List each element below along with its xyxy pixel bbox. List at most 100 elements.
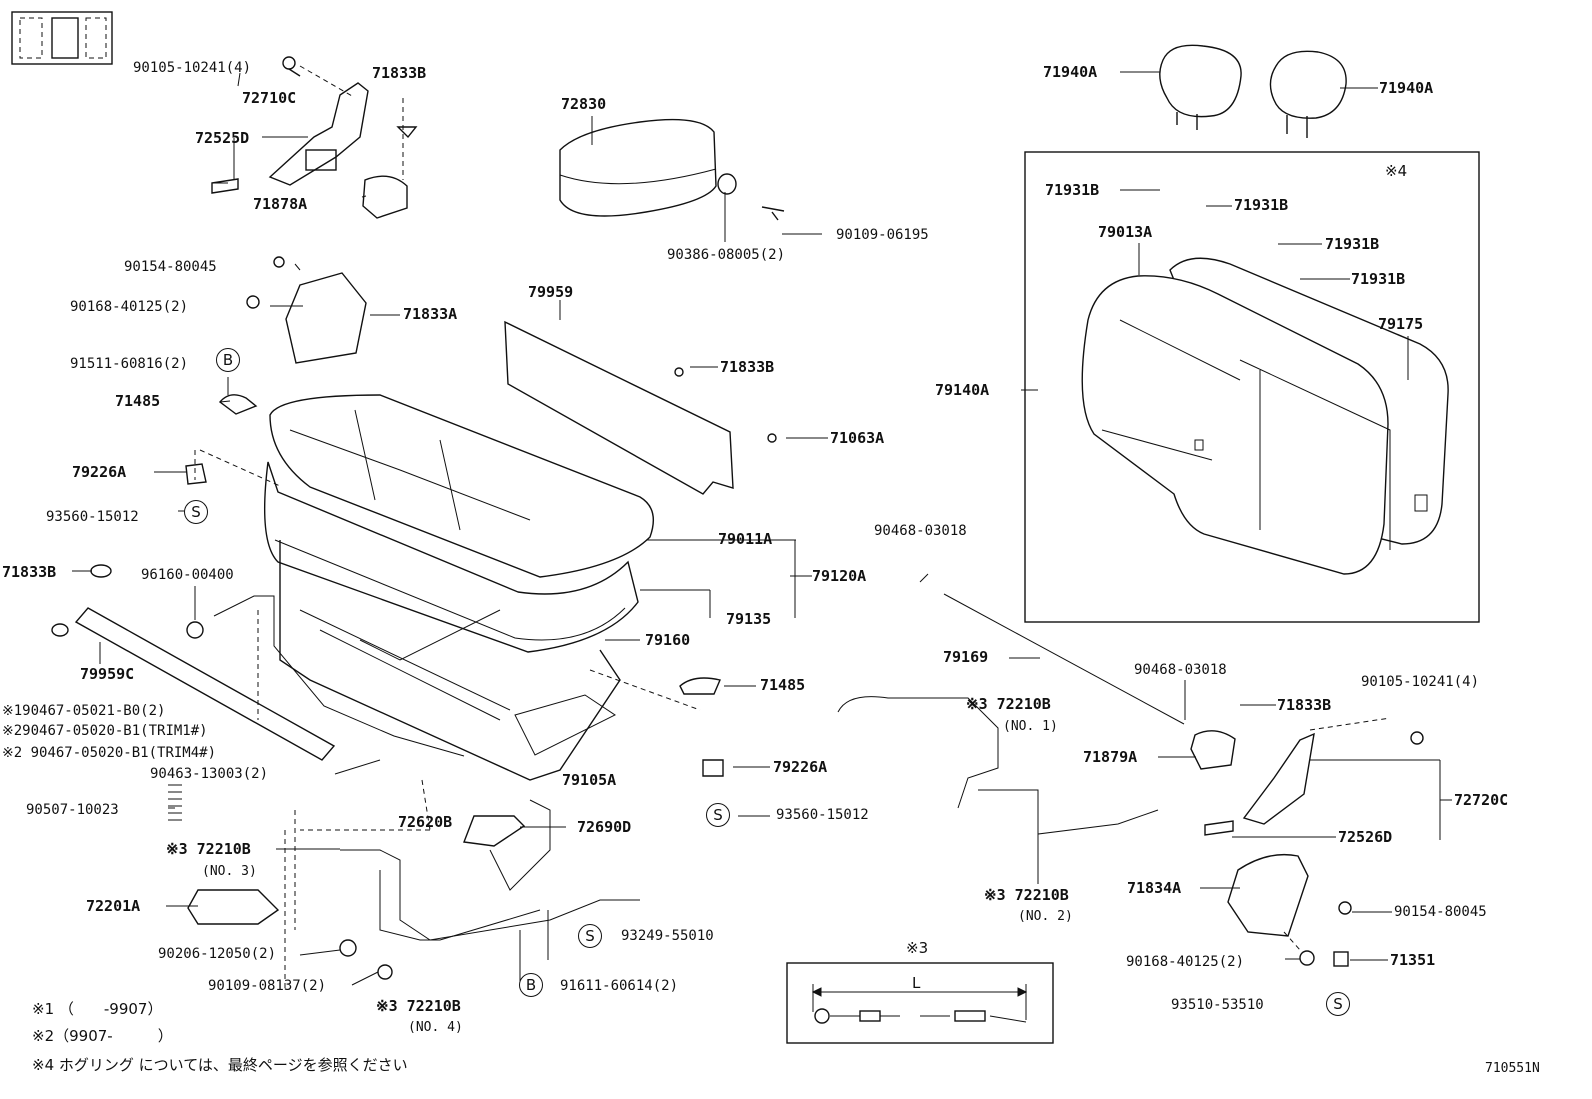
label-no1: (NO. 1)	[1003, 719, 1058, 734]
label-90467-3: ※2 90467-05020-B1(TRIM4#)	[2, 745, 217, 761]
clip-icon	[396, 126, 418, 139]
label-no3: (NO. 3)	[202, 864, 257, 879]
label-90105-top: 90105-10241(4)	[133, 60, 252, 76]
label-71833b-top: 71833B	[372, 64, 427, 82]
callout-s-right: S	[1326, 992, 1350, 1016]
label-90463: 90463-13003(2)	[150, 766, 269, 782]
hook-icon	[218, 394, 258, 415]
label-90206: 90206-12050(2)	[158, 946, 277, 962]
label-71931b-4: 71931B	[1351, 270, 1406, 288]
label-90154-top: 90154-80045	[124, 259, 217, 275]
label-71878a: 71878A	[253, 195, 308, 213]
label-ref3-box: ※3	[906, 939, 929, 957]
label-90105-right: 90105-10241(4)	[1361, 674, 1480, 690]
label-90468-b: 90468-03018	[1134, 662, 1227, 678]
label-79175: 79175	[1378, 315, 1424, 333]
cap-left-icon	[185, 463, 207, 485]
label-no4: (NO. 4)	[408, 1020, 463, 1035]
back-board-icon	[504, 320, 777, 495]
dashed-guides	[194, 449, 701, 990]
label-90467-1: ※190467-05021-B0(2)	[2, 703, 166, 719]
label-71931b-1: 71931B	[1045, 181, 1100, 199]
label-71834a: 71834A	[1127, 879, 1182, 897]
label-71485-mid: 71485	[760, 676, 806, 694]
label-79169: 79169	[943, 648, 989, 666]
label-79105a: 79105A	[562, 771, 617, 789]
callout-s-left: S	[184, 500, 208, 524]
recliner-top-icon	[211, 82, 369, 194]
label-72690d: 72690D	[577, 818, 632, 836]
label-72710c: 72710C	[242, 89, 297, 107]
headrest-right-icon	[1269, 50, 1347, 138]
label-71485-left: 71485	[115, 392, 161, 410]
label-72210b-2: ※3 72210B	[984, 886, 1069, 904]
label-79226a-left: 79226A	[72, 463, 127, 481]
cap-icon	[702, 759, 724, 777]
callout-s-93249: S	[578, 924, 602, 948]
label-93249: 93249-55010	[621, 928, 714, 944]
label-91611: 91611-60614(2)	[560, 978, 679, 994]
label-90467-2: ※290467-05020-B1(TRIM1#)	[2, 723, 208, 739]
seatback-icon	[1081, 257, 1449, 575]
label-no2: (NO. 2)	[1018, 909, 1073, 924]
release-handle-icon	[187, 889, 393, 980]
label-72201a: 72201A	[86, 897, 141, 915]
seat-frame-icon	[279, 540, 621, 781]
label-71879a: 71879A	[1083, 748, 1138, 766]
label-72210b-3: ※3 72210B	[166, 840, 251, 858]
footnote-1: ※1 （ -9907）	[32, 1000, 163, 1018]
label-90468-a: 90468-03018	[874, 523, 967, 539]
label-71940a-left: 71940A	[1043, 63, 1098, 81]
label-79160: 79160	[645, 631, 691, 649]
label-96160: 96160-00400	[141, 567, 234, 583]
view-indicator-icon	[11, 11, 113, 65]
label-71833b-right: 71833B	[1277, 696, 1332, 714]
callout-b-top: B	[216, 348, 240, 372]
headrest-left-icon	[1159, 44, 1242, 130]
footnote-2: ※2（9907- ）	[32, 1027, 173, 1045]
label-79120a: 79120A	[812, 567, 867, 585]
seatback-detail-frame	[1024, 151, 1480, 623]
label-72526d: 72526D	[1338, 828, 1393, 846]
label-79959c: 79959C	[80, 665, 135, 683]
label-72525d: 72525D	[195, 129, 250, 147]
seat-cushion-icon	[263, 394, 654, 653]
label-90168-right: 90168-40125(2)	[1126, 954, 1245, 970]
label-72720c: 72720C	[1454, 791, 1509, 809]
label-79140a: 79140A	[935, 381, 990, 399]
label-79959: 79959	[528, 283, 574, 301]
side-bracket-icon	[246, 256, 367, 364]
footnote-4: ※4 ホグリング については、最終ページを参照ください	[32, 1056, 408, 1074]
label-72830: 72830	[561, 95, 607, 113]
recliner-right-icon	[1204, 717, 1424, 836]
label-79011a: 79011A	[718, 530, 773, 548]
diagram-id: 710551N	[1485, 1061, 1540, 1076]
label-72210b-4: ※3 72210B	[376, 997, 461, 1015]
label-length-L: L	[912, 974, 921, 992]
label-90507: 90507-10023	[26, 802, 119, 818]
cable-length-box	[786, 962, 1054, 1044]
label-90109-06195: 90109-06195	[836, 227, 929, 243]
side-cover-icon	[1227, 853, 1309, 937]
leader-lines	[72, 71, 1452, 986]
label-79135: 79135	[726, 610, 772, 628]
label-93510: 93510-53510	[1171, 997, 1264, 1013]
label-93560-left: 93560-15012	[46, 509, 139, 525]
label-71351: 71351	[1390, 951, 1436, 969]
label-90154-right: 90154-80045	[1394, 904, 1487, 920]
hinge-cover-right-icon	[1190, 730, 1236, 770]
label-71931b-2: 71931B	[1234, 196, 1289, 214]
hook-mid-icon	[679, 677, 721, 695]
label-71063a: 71063A	[830, 429, 885, 447]
label-71931b-3: 71931B	[1325, 235, 1380, 253]
lock-unit-icon	[463, 815, 526, 847]
label-93560-mid: 93560-15012	[776, 807, 869, 823]
spring-icon	[168, 784, 182, 821]
label-ref4-top: ※4	[1385, 162, 1408, 180]
callout-s-mid: S	[706, 803, 730, 827]
label-90386: 90386-08005(2)	[667, 247, 786, 263]
label-71833a: 71833A	[403, 305, 458, 323]
label-90168-top: 90168-40125(2)	[70, 299, 189, 315]
